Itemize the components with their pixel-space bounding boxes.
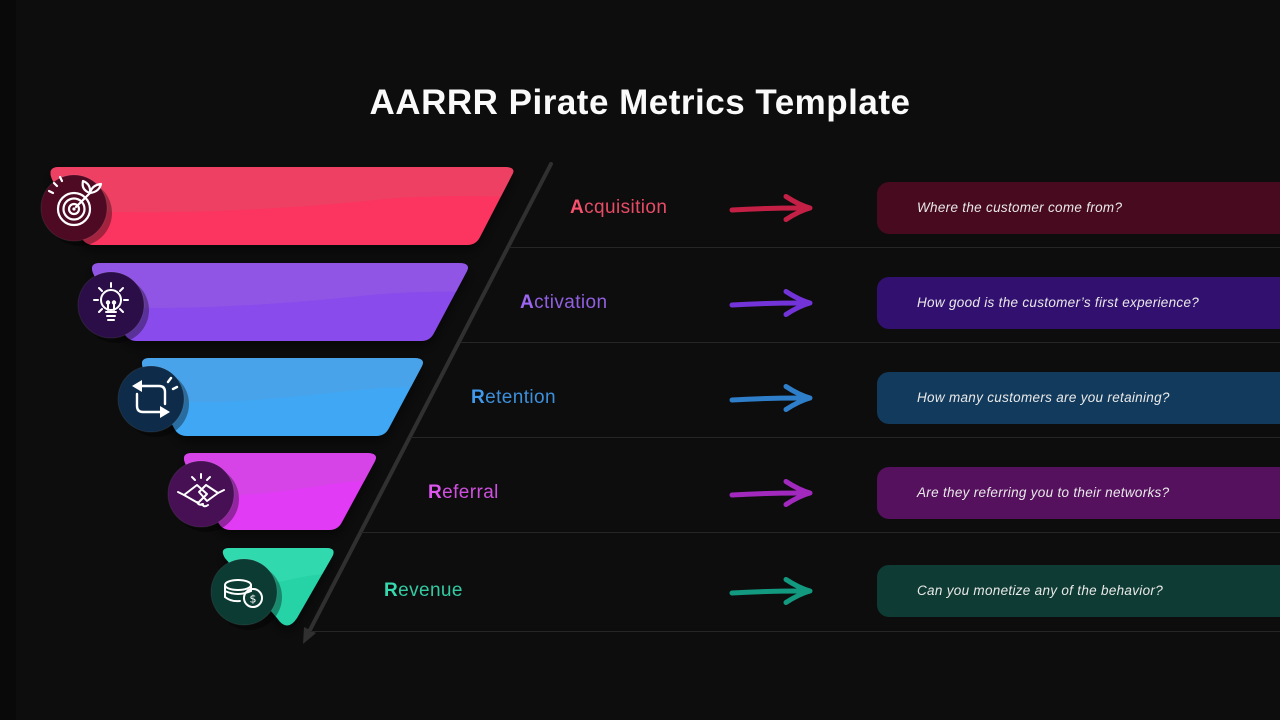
target-icon	[47, 175, 103, 227]
arrow-acquisition	[729, 194, 813, 222]
handshake-icon	[177, 473, 225, 508]
row-separators	[310, 247, 1280, 632]
description-referral: Are they referring you to their networks…	[877, 467, 1280, 519]
left-edge-strip	[0, 0, 16, 720]
repeat-cycle-icon	[132, 376, 179, 418]
svg-text:$: $	[250, 593, 257, 606]
description-activation: How good is the customer’s first experie…	[877, 277, 1280, 329]
label-acquisition: Acquisition	[570, 197, 668, 218]
arrow-activation	[729, 289, 813, 317]
arrow-revenue	[729, 577, 813, 605]
coins-icon: $	[224, 579, 263, 608]
label-revenue: Revenue	[384, 580, 463, 601]
label-referral: Referral	[428, 482, 499, 503]
segment-shade-activation	[92, 263, 468, 308]
label-activation: Activation	[520, 292, 608, 313]
arrow-retention	[729, 384, 813, 412]
label-retention: Retention	[471, 387, 556, 408]
funnel-axis-arrow	[303, 162, 553, 644]
lightbulb-icon	[93, 282, 129, 321]
segment-shade-retention	[142, 358, 423, 403]
description-acquisition: Where the customer come from?	[877, 182, 1280, 234]
segment-shade-acquisition	[50, 167, 514, 213]
icon-badges: $	[40, 174, 282, 630]
arrow-referral	[729, 479, 813, 507]
page-title: AARRR Pirate Metrics Template	[369, 83, 911, 123]
description-revenue: Can you monetize any of the behavior?	[877, 565, 1280, 617]
description-retention: How many customers are you retaining?	[877, 372, 1280, 424]
